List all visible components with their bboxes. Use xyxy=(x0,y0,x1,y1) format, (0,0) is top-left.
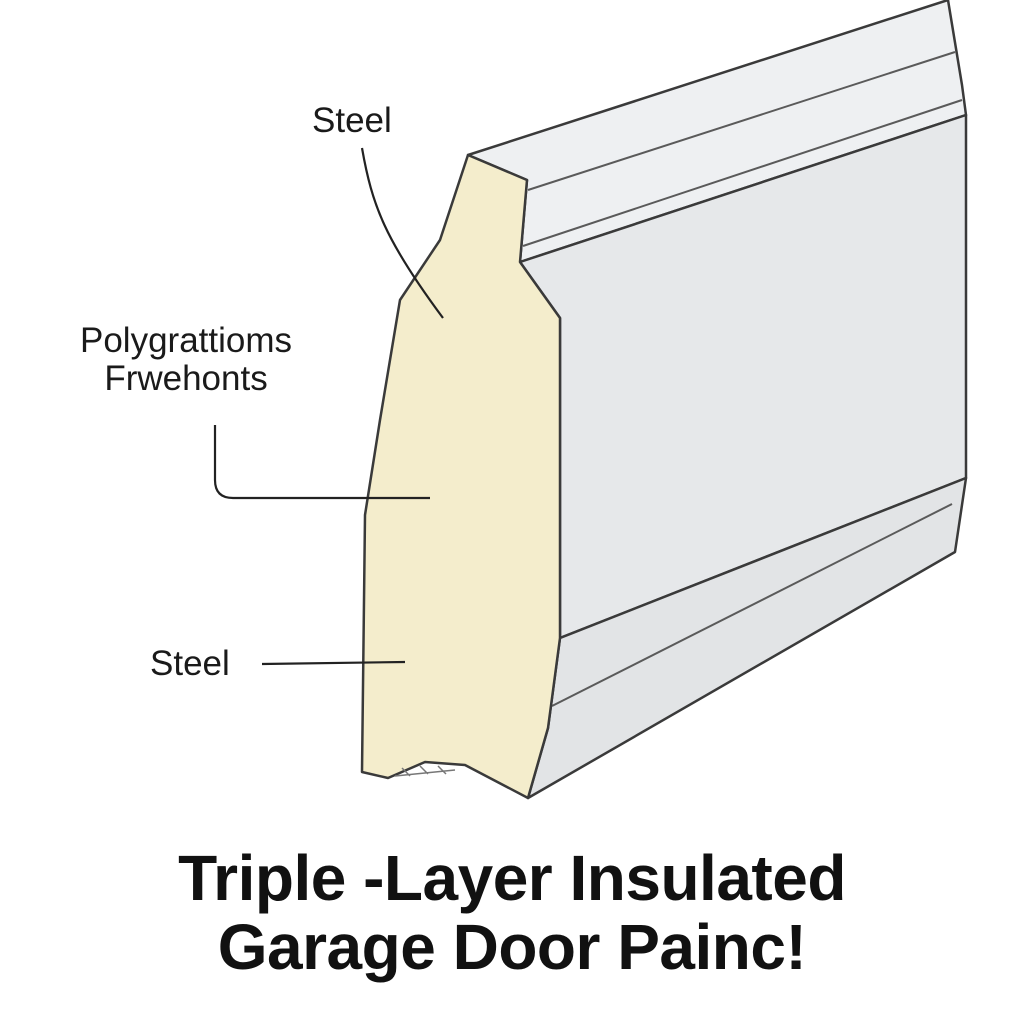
top-groove-line-1 xyxy=(527,51,956,191)
label-insulation-core: Polygrattioms Frwehonts xyxy=(80,322,292,398)
top-groove-line-2 xyxy=(522,99,963,247)
leader-line-steel-bottom xyxy=(261,660,406,666)
label-steel-top: Steel xyxy=(312,101,392,140)
diagram-title-line-1: Triple -Layer Insulated xyxy=(178,842,846,914)
insulation-core-cross-section xyxy=(360,153,562,800)
diagram-title-line-2: Garage Door Painc! xyxy=(217,911,807,984)
bottom-groove-line xyxy=(551,503,953,707)
leader-line-core xyxy=(213,425,430,500)
core-base-detail xyxy=(394,765,456,777)
leader-line-steel-top xyxy=(360,147,444,319)
label-core-line-1: Polygrattioms xyxy=(80,321,293,360)
diagram-title: Triple -Layer Insulated Garage Door Pain… xyxy=(0,842,1024,984)
label-core-line-2: Frwehonts xyxy=(104,358,268,398)
label-steel-bottom: Steel xyxy=(150,644,230,683)
